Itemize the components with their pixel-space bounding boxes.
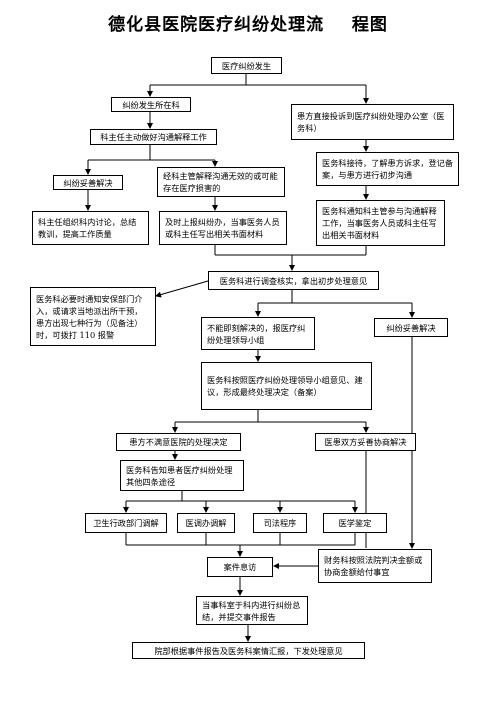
investigation-node: 医务科进行调查核实，拿出初步处理意见 xyxy=(208,271,379,290)
health-admin-mediation-node: 卫生行政部门调解 xyxy=(85,513,167,533)
mediation-office-node: 医调办调解 xyxy=(177,513,235,533)
resolved-right-node: 纠纷妥善解决 xyxy=(374,318,448,337)
summary-report-node: 当事科室于科内进行纠纷总结，并提交事件报告 xyxy=(196,596,308,625)
patient-unsatisfied-node: 患方不满意医院的处理决定 xyxy=(116,433,241,451)
finance-payment-node: 财务科按照法院判决金额或协商金额给付事宜 xyxy=(318,549,432,583)
director-communication-node: 科主任主动做好沟通解释工作 xyxy=(90,129,217,145)
department-discussion-node: 科主任组织科内讨论，总结教训，提高工作质量 xyxy=(32,211,149,245)
notify-director-node: 医务科通知科主管参与沟通解释工作，当事医务人员或科主任写出相关书面材料 xyxy=(316,200,445,246)
medical-appraisal-node: 医学鉴定 xyxy=(323,513,387,533)
report-leadership-node: 不能即刻解决的，报医疗纠纷处理领导小组 xyxy=(201,317,315,350)
medical-office-reception-node: 医务科接待，了解患方诉求，登记备案，与患方进行初步沟通 xyxy=(316,152,459,186)
judicial-node: 司法程序 xyxy=(253,513,307,533)
report-office-node: 及时上报纠纷办，当事医务人员或科主任写出相关书面材料 xyxy=(159,211,287,245)
direct-complaint-node: 患方直接投诉到医疗纠纷处理办公室（医务科） xyxy=(291,104,454,140)
other-avenues-node: 医务科告知患者医疗纠纷处理其他四条途径 xyxy=(120,460,244,491)
page-title: 德化县医院医疗纠纷处理流 程图 xyxy=(108,15,388,35)
resolved-left-node: 纠纷妥善解决 xyxy=(53,175,123,190)
hospital-opinion-node: 院部根据事件报告及医务科案情汇报，下发处理意见 xyxy=(132,642,365,659)
final-decision-node: 医务科按照医疗纠纷处理领导小组意见、建议，形成最终处理决定（备案） xyxy=(201,362,372,410)
security-node: 医务科必要时通知安保部门介入，或请求当地派出所干预，患方出现七种行为（见备注）时… xyxy=(30,287,156,346)
communication-failed-node: 经科主管解释沟通无效的或可能存在医疗损害的 xyxy=(157,167,285,197)
case-closed-node: 案件息访 xyxy=(207,557,273,577)
dispute-occurs-node: 医疗纠纷发生 xyxy=(211,57,282,74)
department-node: 纠纷发生所在科 xyxy=(111,97,191,112)
negotiation-node: 医患双方妥善协商解决 xyxy=(315,433,416,451)
